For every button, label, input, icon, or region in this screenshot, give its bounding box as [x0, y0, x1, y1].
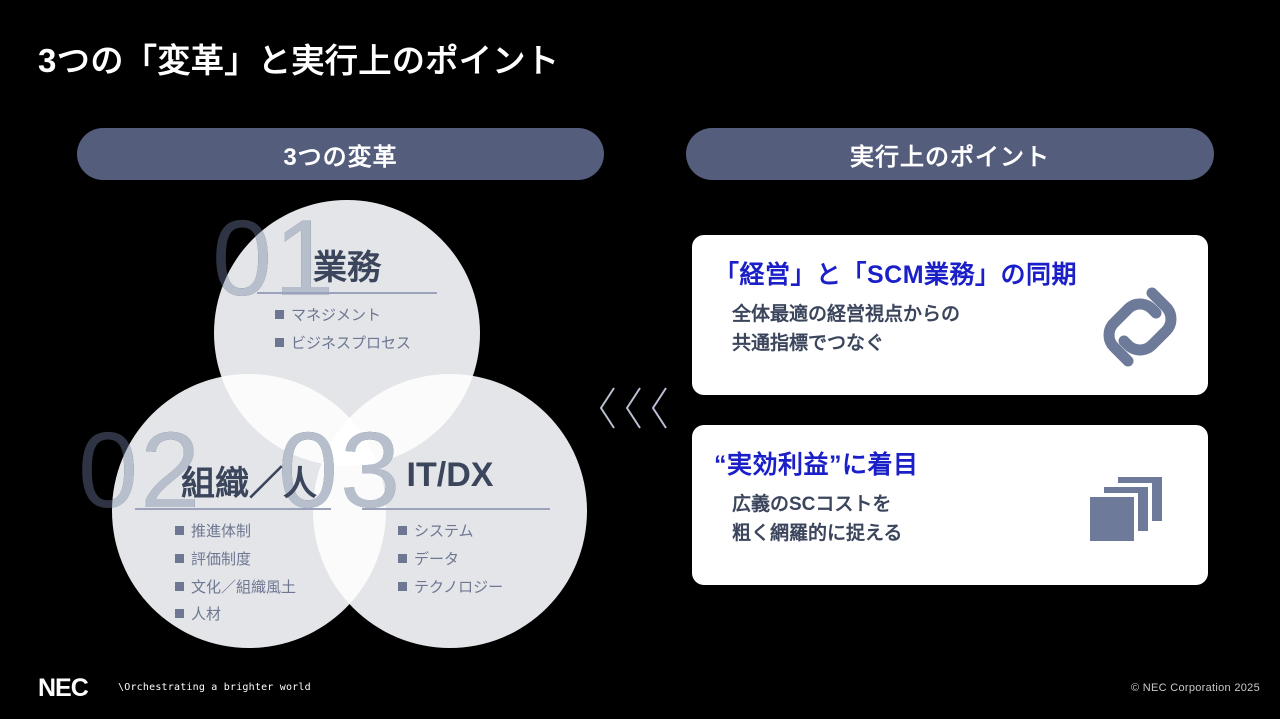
list-item: ビジネスプロセス — [275, 330, 411, 358]
list-item: マネジメント — [275, 302, 411, 330]
execution-point-card-1: 「経営」と「SCM業務」の同期 全体最適の経営視点からの 共通指標でつなぐ — [692, 235, 1208, 395]
venn-overlap-01-03 — [313, 374, 480, 466]
list-item: テクノロジー — [398, 574, 503, 602]
venn-circles-svg — [112, 200, 587, 648]
list-item: 評価制度 — [175, 546, 296, 574]
card-1-title: 「経営」と「SCM業務」の同期 — [714, 261, 1078, 289]
bullet-square-icon — [398, 526, 407, 535]
venn-diagram: 01 02 03 — [0, 180, 660, 670]
list-item: 人材 — [175, 601, 296, 629]
list-item: 文化／組織風土 — [175, 574, 296, 602]
circle-number-02-outer: 02 — [78, 409, 203, 530]
clip-02: 02 03 — [112, 374, 386, 648]
bullet-square-icon — [275, 310, 284, 319]
card-2-body: 広義のSCコストを 粗く網羅的に捉える — [732, 494, 903, 544]
stacked-documents-icon — [1082, 473, 1186, 550]
section-pill-transformations: 3つの変革 — [77, 128, 604, 180]
venn-heading-02: 組織／人 — [181, 465, 317, 503]
section-pill-transformations-label: 3つの変革 — [283, 143, 398, 171]
bullet-square-icon — [175, 526, 184, 535]
venn-heading-01: 業務 — [313, 249, 381, 287]
bullet-square-icon — [398, 581, 407, 591]
bullet-square-icon — [275, 337, 284, 347]
page-title: 3つの「変革」と実行上のポイント — [38, 42, 560, 79]
section-pill-execution-points: 実行上のポイント — [686, 128, 1214, 180]
venn-rule-02 — [135, 508, 331, 510]
bullet-square-icon — [175, 581, 184, 591]
venn-overlap-01-02 — [214, 374, 386, 466]
list-item: システム — [398, 518, 503, 546]
venn-list-01: マネジメント ビジネスプロセス — [275, 302, 411, 358]
section-pill-execution-points-label: 実行上のポイント — [850, 143, 1050, 171]
venn-list-02: 推進体制 評価制度 文化／組織風土 人材 — [175, 518, 296, 629]
venn-list-03: システム データ テクノロジー — [398, 518, 503, 601]
card-2-title: “実効利益”に着目 — [714, 451, 919, 479]
copyright-notice: © NEC Corporation 2025 — [1130, 682, 1260, 694]
bullet-square-icon — [175, 609, 184, 619]
triple-chevron-left-icon — [598, 385, 674, 431]
venn-rule-01 — [257, 292, 437, 294]
circle-number-03-outer: 03 — [278, 409, 403, 530]
bullet-square-icon — [398, 553, 407, 563]
chain-link-icon — [1094, 279, 1186, 380]
card-1-body: 全体最適の経営視点からの 共通指標でつなぐ — [732, 304, 961, 354]
bullet-square-icon — [175, 553, 184, 563]
venn-heading-03: IT/DX — [406, 456, 494, 494]
nec-tagline: \Orchestrating a brighter world — [118, 682, 311, 693]
venn-rule-03 — [362, 508, 550, 510]
list-item: 推進体制 — [175, 518, 296, 546]
list-item: データ — [398, 546, 503, 574]
nec-logo: NEC — [38, 674, 89, 702]
execution-point-card-2: “実効利益”に着目 広義のSCコストを 粗く網羅的に捉える — [692, 425, 1208, 585]
